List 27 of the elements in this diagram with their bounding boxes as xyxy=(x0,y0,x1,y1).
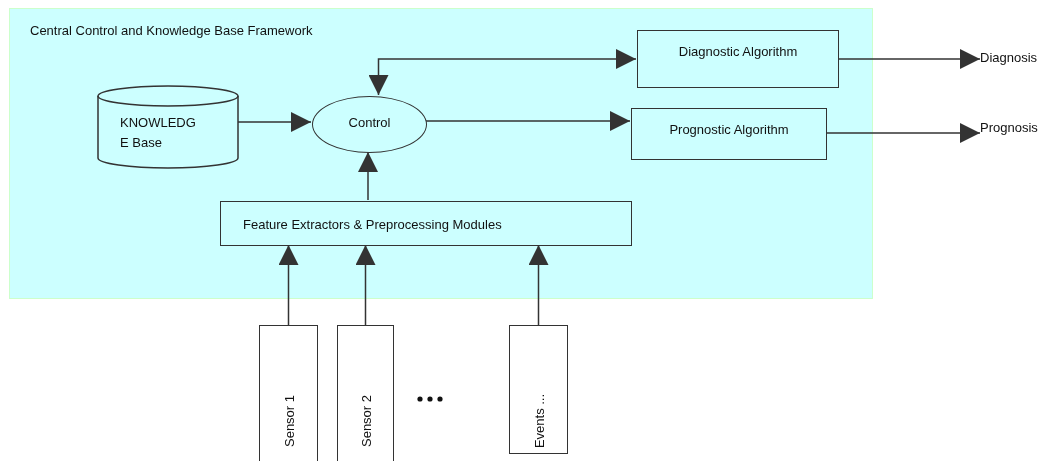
node-label: Sensor 1 xyxy=(281,395,296,447)
process-box xyxy=(637,30,839,88)
arrow xyxy=(358,151,378,201)
arrow xyxy=(425,111,631,131)
framework-panel xyxy=(9,8,873,299)
arrow xyxy=(355,244,376,326)
arrow xyxy=(368,49,637,96)
process-box xyxy=(220,201,632,246)
node-label: Prognostic Algorithm xyxy=(668,122,790,137)
arrow xyxy=(825,123,981,143)
input-box xyxy=(509,325,568,454)
node-label: Events ... xyxy=(531,393,546,449)
node-label: KNOWLEDG E Base xyxy=(120,114,197,152)
input-box xyxy=(259,325,318,461)
arrow xyxy=(237,112,312,132)
arrow xyxy=(837,49,981,69)
process-box xyxy=(631,108,827,160)
arrow xyxy=(528,244,549,326)
arrow xyxy=(278,244,299,326)
panel-title: Central Control and Knowledge Base Framework xyxy=(30,23,313,38)
node-label: Sensor 2 xyxy=(358,395,373,447)
node-label: Control xyxy=(347,115,392,130)
output-label: Diagnosis xyxy=(980,50,1038,65)
node-label: Diagnostic Algorithm xyxy=(677,44,799,59)
input-box xyxy=(337,325,394,461)
output-label: Prognosis xyxy=(980,120,1038,135)
node-label: Feature Extractors & Preprocessing Modules xyxy=(242,217,503,232)
